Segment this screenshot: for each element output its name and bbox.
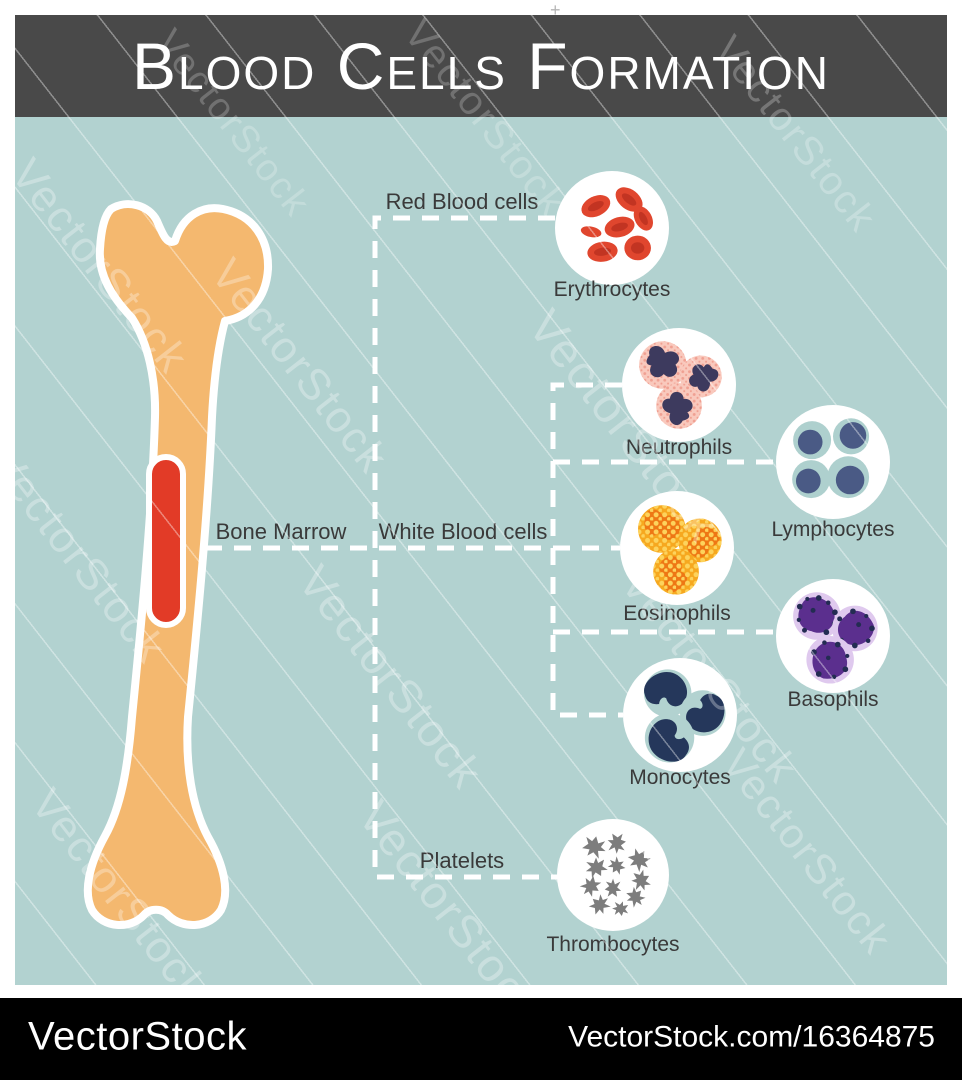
bone-marrow-label: Bone Marrow [215,519,347,544]
erythrocytes-circle [555,171,669,285]
basophils-label: Basophils [787,688,879,711]
bone-icon [83,200,273,929]
eosinophils-cells [638,505,723,595]
lymphocytes-cells [792,418,870,499]
bone-marrow-fill [146,454,186,628]
red-blood-cells-label: Red Blood cells [385,189,539,214]
page-title: Blood Cells Formation [131,29,831,103]
lymphocytes-circle [776,405,890,519]
thrombocytes-cells [577,831,655,919]
thrombocytes-label: Thrombocytes [546,933,680,956]
diagram-area: Erythrocytes Neutrophils Lymphocytes [15,117,947,985]
white-blood-cells-label: White Blood cells [378,519,548,544]
erythrocytes-label: Erythrocytes [553,278,671,301]
lymphocytes-label: Lymphocytes [771,518,895,541]
eosinophils-label: Eosinophils [623,602,731,625]
eosinophils-circle [620,491,734,605]
header-bar: Blood Cells Formation [15,15,947,117]
diagram-canvas [83,200,776,929]
neutrophils-label: Neutrophils [625,436,733,459]
connector-white-cells [550,382,623,718]
monocytes-label: Monocytes [629,766,731,789]
platelets-label: Platelets [419,848,505,873]
monocytes-cells [638,664,728,767]
footer-url: VectorStock.com/16364875 [568,1020,935,1054]
basophils-cells [793,592,880,684]
neutrophils-circle [622,328,736,442]
erythrocytes-cells [577,182,657,264]
thrombocytes-circle [557,819,669,931]
monocytes-circle [623,658,737,772]
basophils-circle [776,579,890,693]
connector-trunk [372,215,558,880]
footer-brand-logo: VectorStock [28,1014,247,1059]
neutrophils-cells [639,341,722,429]
footer-bar: VectorStock VectorStock.com/16364875 [0,998,962,1080]
